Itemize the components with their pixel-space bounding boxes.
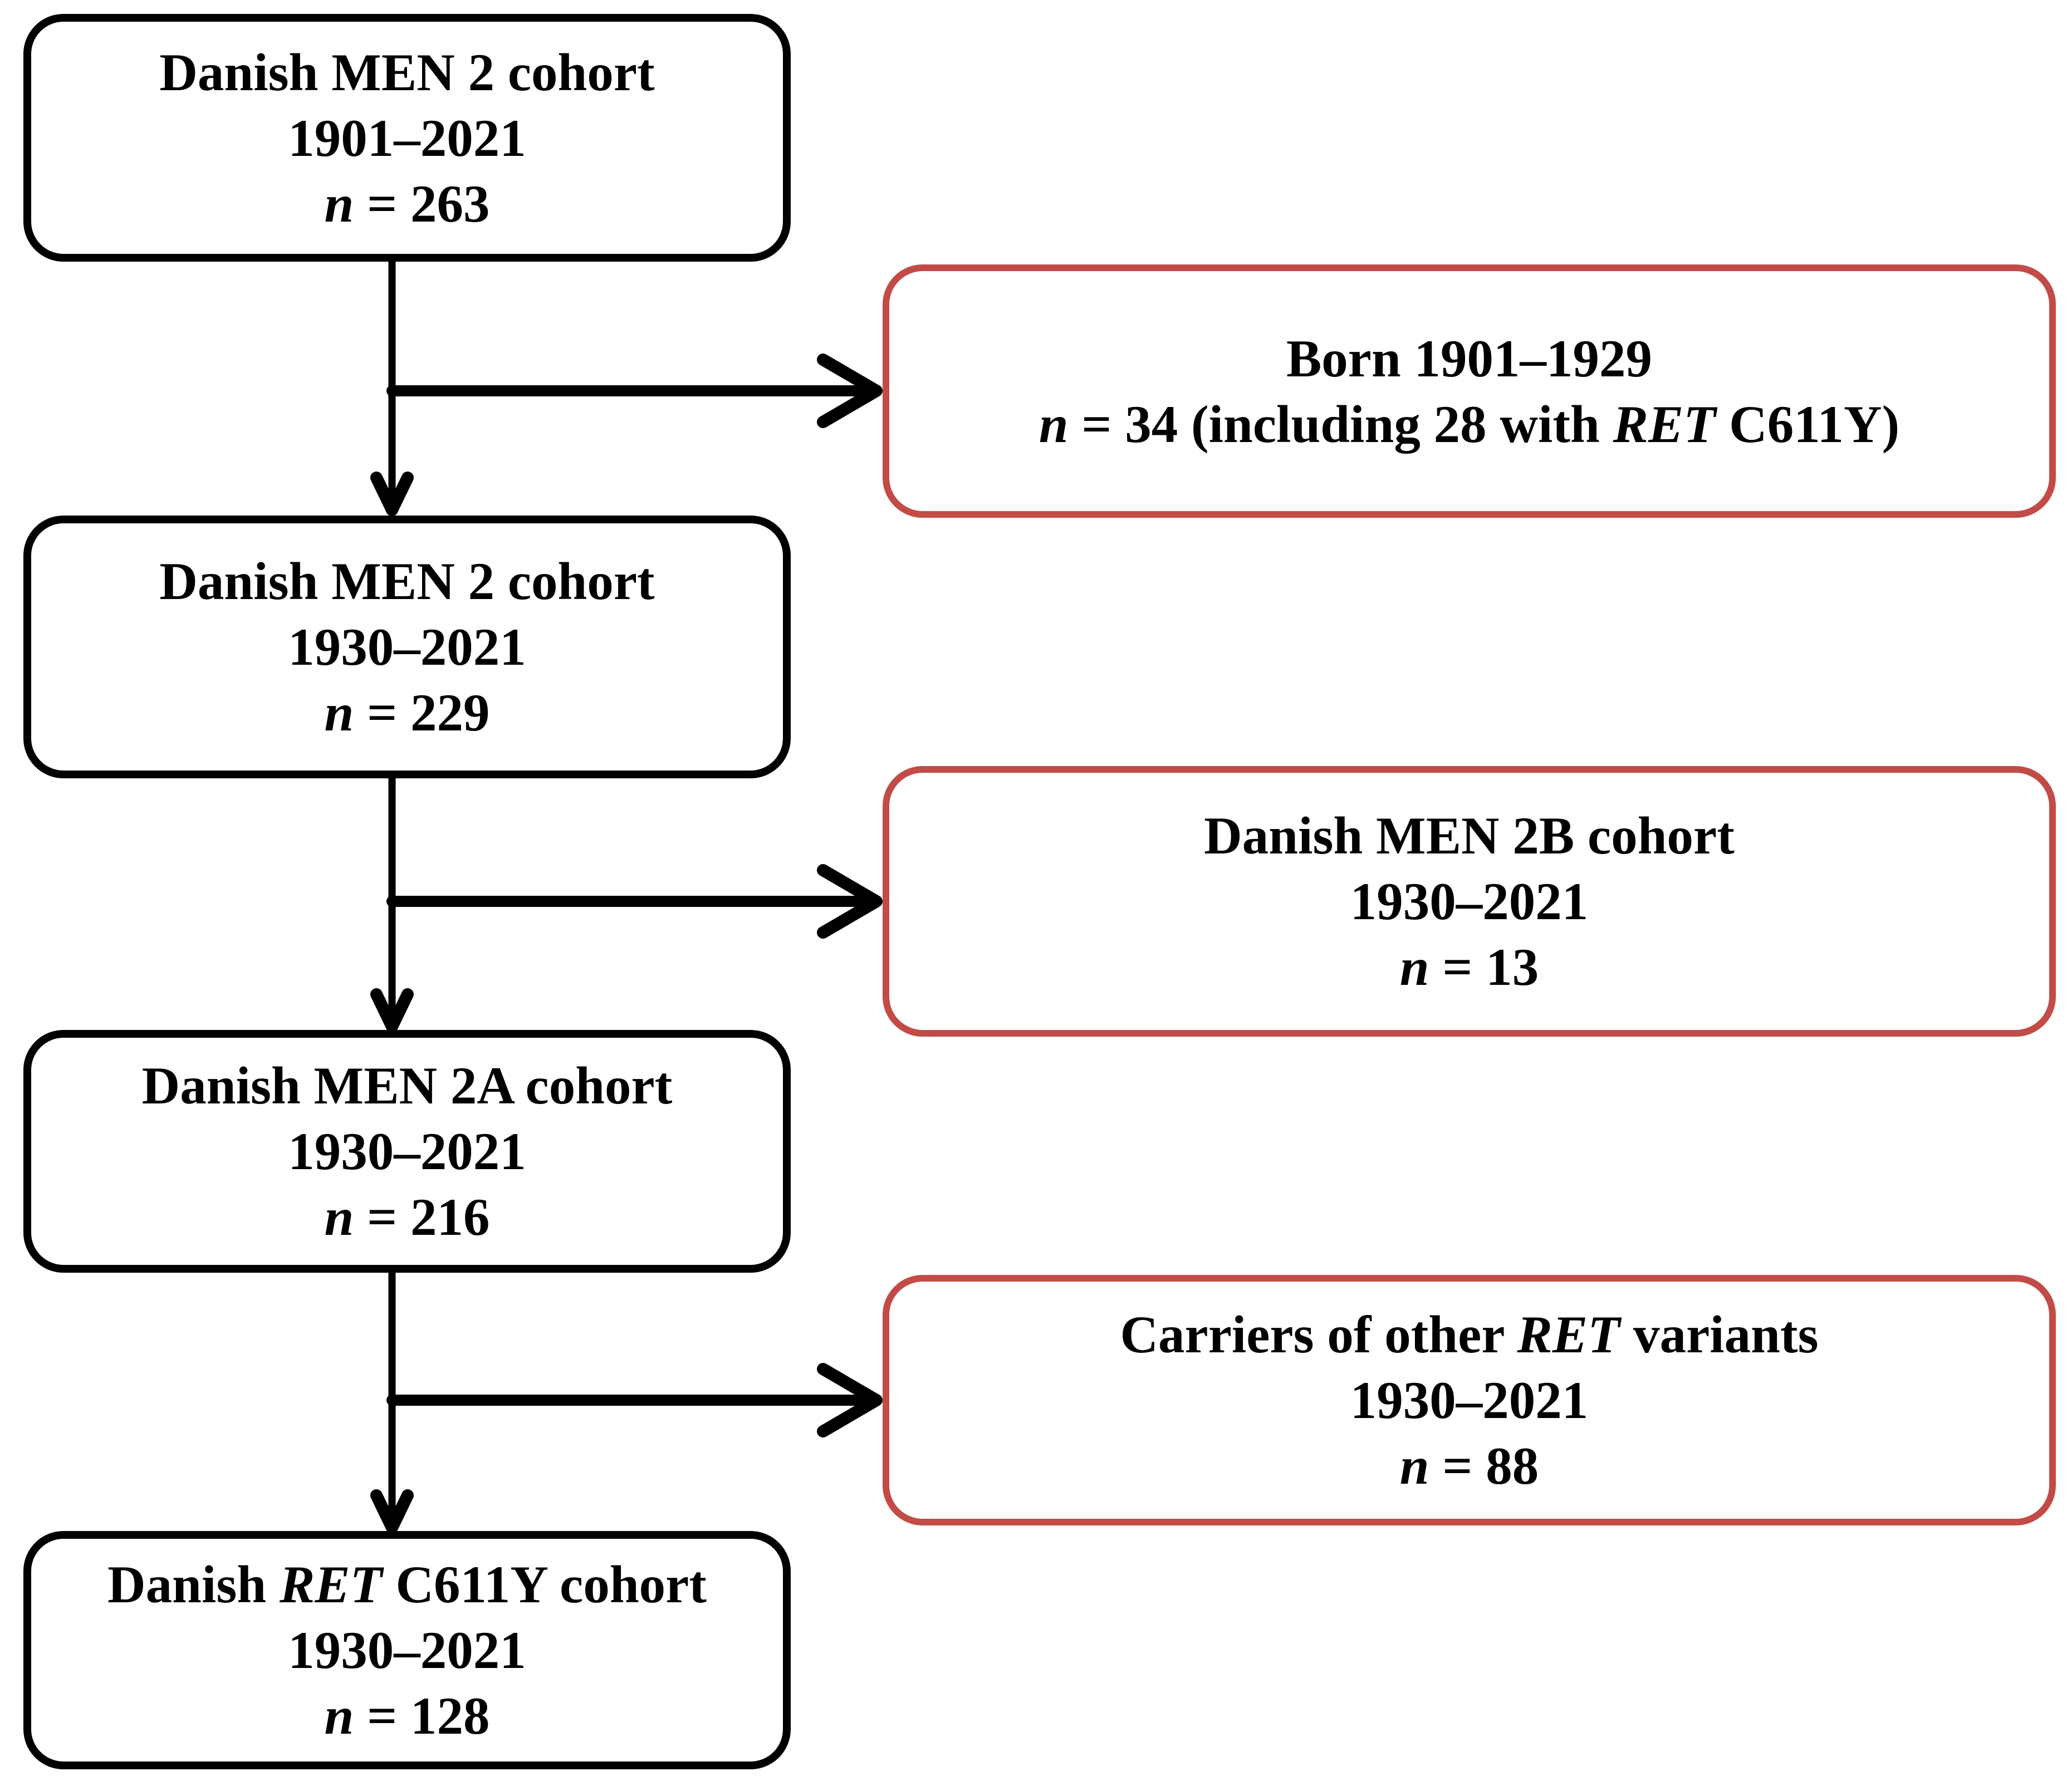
box-text-line: 1930–2021	[288, 1621, 526, 1680]
box-text-line: n = 128	[324, 1686, 490, 1745]
box-text-line: Danish MEN 2 cohort	[159, 552, 655, 611]
box-text-line: Danish MEN 2 cohort	[159, 42, 655, 102]
arrow-branch-2-head	[817, 864, 883, 939]
arrow-down-1-head	[370, 472, 414, 516]
box-text-line: n = 229	[324, 683, 490, 742]
box-danish-ret-c611y-cohort-1930-2021: Danish RET C611Y cohort 1930–2021 n = 128	[23, 1531, 791, 1769]
box-danish-men2-cohort-1930-2021: Danish MEN 2 cohort 1930–2021 n = 229	[23, 516, 791, 778]
box-text-line: n = 216	[324, 1188, 490, 1247]
box-text-line: Danish RET C611Y cohort	[107, 1555, 707, 1614]
box-text-line: 1930–2021	[288, 617, 526, 676]
box-text-line: 1930–2021	[1350, 872, 1589, 931]
box-text-line: 1901–2021	[288, 108, 526, 168]
box-text-line: 1930–2021	[1350, 1371, 1589, 1430]
box-excluded-carriers-other-ret-variants: Carriers of other RET variants 1930–2021 n…	[883, 1275, 2056, 1525]
box-text-line: n = 263	[324, 174, 490, 233]
box-text-line: n = 34 (including 28 with RET C611Y)	[1039, 394, 1900, 454]
arrow-branch-3-head	[817, 1363, 883, 1437]
box-excluded-danish-men2b-cohort: Danish MEN 2B cohort 1930–2021 n = 13	[883, 766, 2056, 1037]
arrow-down-2-head	[370, 988, 414, 1033]
arrow-down-3-head	[370, 1489, 414, 1534]
box-text-line: n = 88	[1399, 1436, 1539, 1495]
box-text-line: 1930–2021	[288, 1122, 526, 1181]
box-text-line: Danish MEN 2B cohort	[1204, 806, 1735, 865]
arrow-branch-1-head	[817, 354, 883, 428]
box-danish-men2a-cohort-1930-2021: Danish MEN 2A cohort 1930–2021 n = 216	[23, 1030, 791, 1273]
box-text-line: Carriers of other RET variants	[1120, 1305, 1819, 1364]
box-text-line: Born 1901–1929	[1286, 328, 1653, 388]
box-text-line: Danish MEN 2A cohort	[141, 1056, 673, 1115]
box-text-line: n = 13	[1399, 938, 1539, 997]
